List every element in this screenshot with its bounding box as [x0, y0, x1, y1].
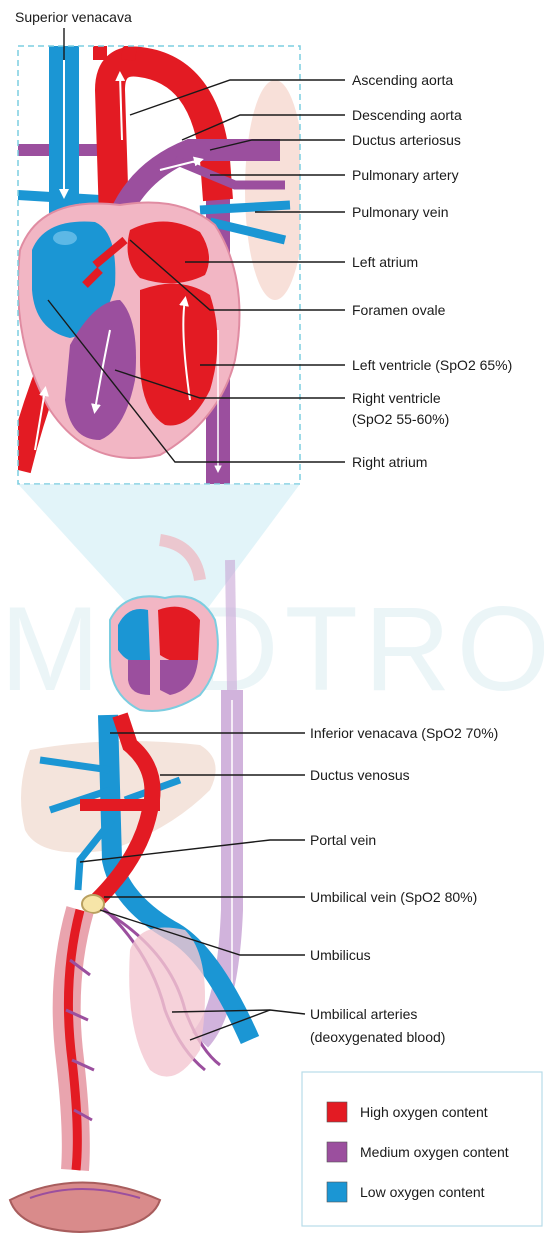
label-right-atrium: Right atrium — [352, 454, 427, 470]
label-descending-aorta: Descending aorta — [352, 107, 462, 123]
zoomed-heart — [18, 46, 305, 500]
label-left-atrium: Left atrium — [352, 254, 418, 270]
label-inferior-vena-cava: Inferior venacava (SpO2 70%) — [310, 725, 498, 741]
legend-label-medium: Medium oxygen content — [360, 1144, 509, 1160]
legend-label-high: High oxygen content — [360, 1104, 488, 1120]
legend: High oxygen content Medium oxygen conten… — [302, 1072, 542, 1226]
label-pulmonary-vein: Pulmonary vein — [352, 204, 449, 220]
label-foramen-ovale: Foramen ovale — [352, 302, 446, 318]
label-right-ventricle-sat: (SpO2 55-60%) — [352, 411, 449, 427]
label-portal-vein: Portal vein — [310, 832, 376, 848]
bladder — [129, 928, 205, 1077]
label-ductus-venosus: Ductus venosus — [310, 767, 410, 783]
legend-swatch-high — [327, 1102, 347, 1122]
label-umbilicus: Umbilicus — [310, 947, 371, 963]
watermark: MEDTROW — [0, 582, 544, 716]
legend-swatch-medium — [327, 1142, 347, 1162]
legend-swatch-low — [327, 1182, 347, 1202]
label-umbilical-vein: Umbilical vein (SpO2 80%) — [310, 889, 477, 905]
label-ductus-arteriosus: Ductus arteriosus — [352, 132, 461, 148]
label-right-ventricle: Right ventricle — [352, 390, 441, 406]
label-pulmonary-artery: Pulmonary artery — [352, 167, 459, 183]
label-umbilical-arteries: Umbilical arteries — [310, 1006, 417, 1022]
label-ascending-aorta: Ascending aorta — [352, 72, 453, 88]
label-superior-vena-cava: Superior venacava — [15, 9, 132, 25]
label-left-ventricle: Left ventricle (SpO2 65%) — [352, 357, 512, 373]
legend-label-low: Low oxygen content — [360, 1184, 485, 1200]
label-umbilical-arteries-note: (deoxygenated blood) — [310, 1029, 445, 1045]
